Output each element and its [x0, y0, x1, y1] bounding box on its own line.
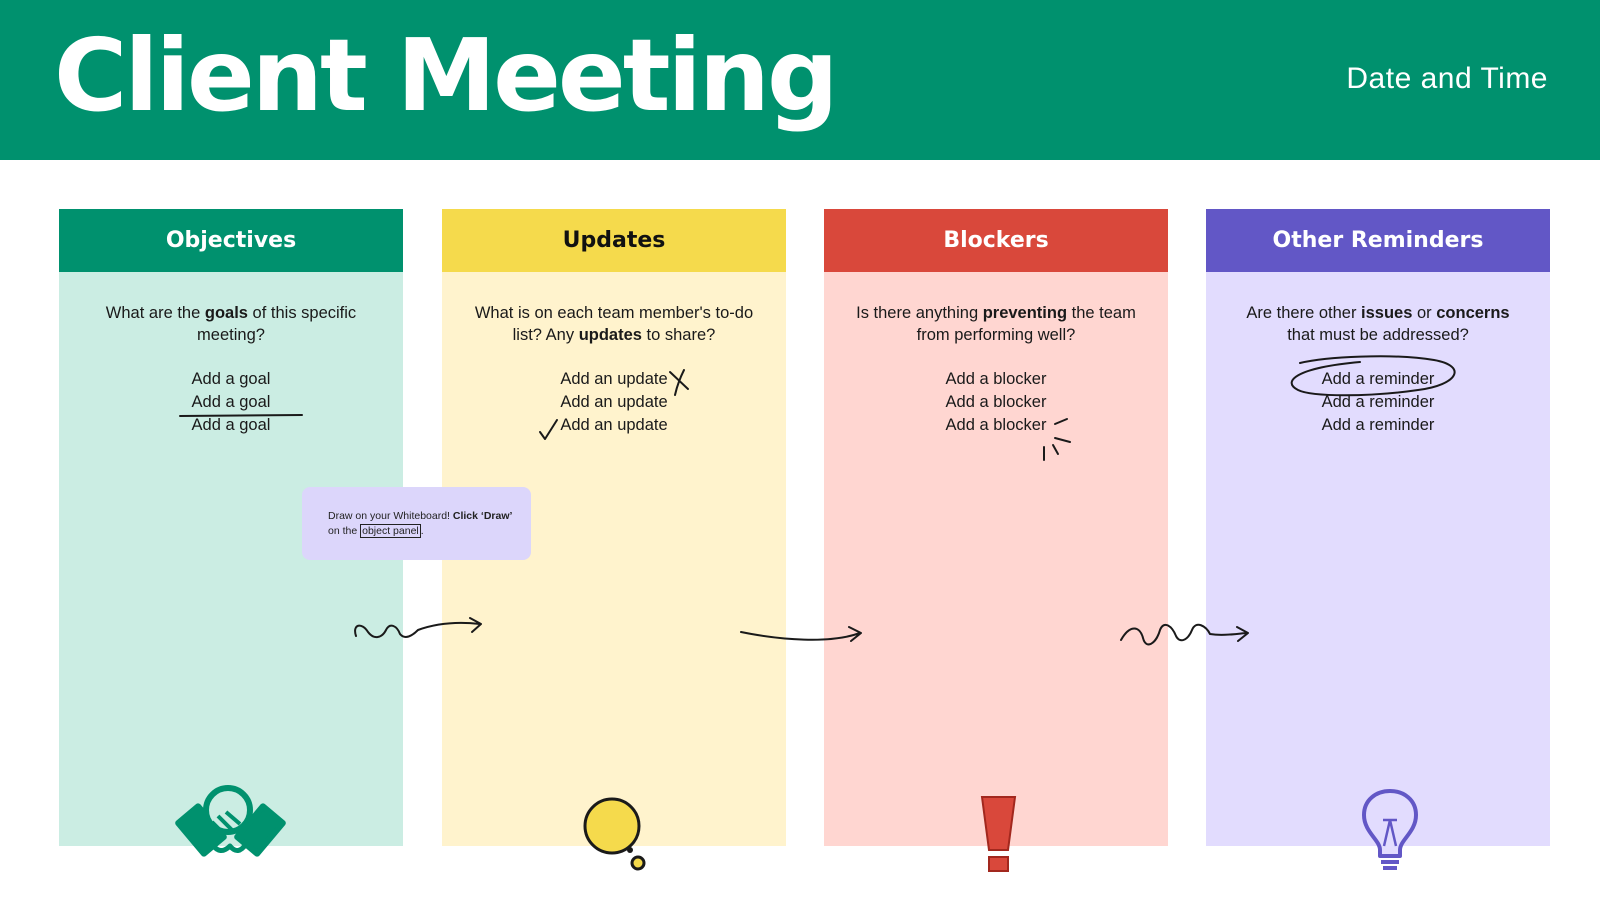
check-mark-drawing — [539, 419, 558, 440]
column-body-other-reminders[interactable]: Are there other issues or concerns that … — [1206, 272, 1550, 846]
squiggle-arrow-1 — [354, 617, 482, 638]
list-item[interactable]: Add a reminder — [1321, 393, 1435, 411]
column-other-reminders: Other Reminders Are there other issues o… — [1206, 209, 1550, 846]
list-item[interactable]: Add an update — [560, 370, 668, 388]
squiggle-arrow-3 — [1120, 623, 1249, 646]
date-time-label[interactable]: Date and Time — [1346, 62, 1548, 95]
handshake-icon — [175, 785, 286, 857]
blockers-list: Add a blocker Add a blocker Add a blocke… — [824, 368, 1168, 437]
tip-text: Draw on your Whiteboard! — [328, 510, 453, 522]
tip-boxed-text: object panel — [360, 524, 421, 538]
list-item[interactable]: Add an update — [560, 393, 668, 411]
tip-bold-text: Click ‘Draw’ — [452, 510, 513, 522]
reminders-question: Are there other issues or concerns that … — [1246, 304, 1510, 344]
objectives-list: Add a goal Add a goal Add a goal — [59, 368, 403, 437]
list-item[interactable]: Add a goal — [191, 393, 271, 411]
column-header-blockers[interactable]: Blockers — [824, 209, 1168, 272]
lightbulb-icon — [1362, 789, 1418, 870]
header-banner: Client Meeting Date and Time — [0, 0, 1600, 160]
list-item[interactable]: Add a blocker — [945, 416, 1047, 434]
list-item[interactable]: Add an update — [560, 416, 668, 434]
column-header-updates[interactable]: Updates — [442, 209, 786, 272]
strike-line-drawing — [179, 414, 303, 417]
list-item[interactable]: Add a reminder — [1321, 370, 1435, 388]
tip-text: . — [420, 525, 424, 537]
list-item[interactable]: Add a reminder — [1321, 416, 1435, 434]
list-item[interactable]: Add a goal — [191, 416, 271, 434]
list-item[interactable]: Add a blocker — [945, 370, 1047, 388]
list-item[interactable]: Add a blocker — [945, 393, 1047, 411]
column-blockers: Blockers Is there anything preventing th… — [824, 209, 1168, 846]
objectives-question: What are the goals of this specific meet… — [105, 304, 357, 344]
column-updates: Updates What is on each team member's to… — [442, 209, 786, 846]
blockers-question: Is there anything preventing the team fr… — [856, 304, 1136, 344]
cross-mark-drawing — [669, 369, 689, 396]
column-header-objectives[interactable]: Objectives — [59, 209, 403, 272]
list-item[interactable]: Add a goal — [191, 370, 271, 388]
tip-text: on the — [328, 525, 361, 537]
column-body-blockers[interactable]: Is there anything preventing the team fr… — [824, 272, 1168, 846]
curved-arrow-2 — [740, 626, 862, 642]
circle-drawing — [1290, 355, 1456, 397]
burst-drawing — [1043, 418, 1071, 461]
speech-bubble-icon — [583, 797, 646, 871]
page-title[interactable]: Client Meeting — [54, 17, 839, 134]
updates-list: Add an update Add an update Add an updat… — [442, 368, 786, 437]
reminders-list: Add a reminder Add a reminder Add a remi… — [1206, 368, 1550, 437]
draw-tip-note[interactable]: Draw on your Whiteboard! Click ‘Draw’ on… — [302, 487, 531, 560]
column-header-other-reminders[interactable]: Other Reminders — [1206, 209, 1550, 272]
exclamation-icon — [980, 796, 1017, 872]
updates-question: What is on each team member's to-do list… — [474, 304, 754, 344]
